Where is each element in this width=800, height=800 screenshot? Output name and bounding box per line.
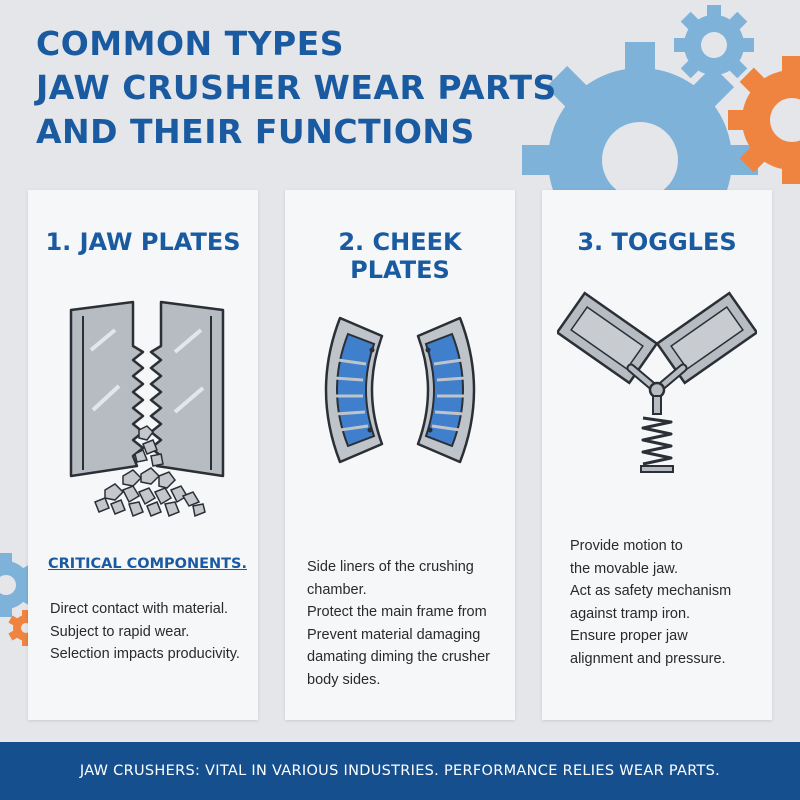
list-item: alignment and pressure.	[570, 650, 726, 667]
title-line-2: JAW CRUSHER WEAR PARTS	[36, 68, 557, 107]
card-heading-toggles: 3. TOGGLES	[577, 228, 737, 256]
left-blue-gear-icon	[0, 553, 37, 617]
list-item: Selection impacts producivity.	[50, 646, 240, 662]
title-line-1: COMMON TYPES	[36, 24, 345, 63]
list-item: damating diming the crusher	[307, 649, 490, 665]
card-cheek-plates: 2. CHEEK PLATES Side liners of the crush…	[285, 190, 515, 720]
card-heading-jaw-plates: 1. JAW PLATES	[45, 228, 241, 256]
list-item: against tramp iron.	[570, 605, 691, 622]
list-item: Ensure proper jaw	[570, 628, 688, 644]
title-line-3: AND THEIR FUNCTIONS	[36, 112, 475, 151]
card-toggles: 3. TOGGLES Provide motion to the movable…	[542, 190, 772, 720]
list-item: Provide motion to	[570, 538, 683, 554]
toggles-bullet-list: Provide motion to the movable jaw. Act a…	[570, 535, 731, 670]
footer-text: JAW CRUSHERS: VITAL IN VARIOUS INDUSTRIE…	[79, 763, 721, 779]
orange-gear-icon	[728, 56, 800, 184]
list-item: the movable jaw.	[570, 560, 679, 577]
page-title: COMMON TYPES JAW CRUSHER WEAR PARTS AND …	[36, 22, 557, 154]
jaw-plates-bullet-list: Direct contact with material. Subject to…	[50, 598, 240, 666]
card-subheading-critical-components: CRITICAL COMPONENTS.	[48, 556, 248, 572]
footer-banner: JAW CRUSHERS: VITAL IN VARIOUS INDUSTRIE…	[0, 742, 800, 800]
list-item: body sides.	[307, 671, 381, 688]
list-item: Protect the main frame from	[307, 604, 487, 620]
list-item: Prevent material damaging	[307, 626, 481, 643]
cheek-plates-bullet-list: Side liners of the crushing chamber. Pro…	[307, 556, 490, 691]
small-blue-gear-icon	[674, 5, 754, 85]
list-item: Subject to rapid wear.	[50, 623, 190, 640]
list-item: Side liners of the crushing	[307, 559, 474, 575]
jaw-plates-illustration	[69, 300, 225, 518]
list-item: Direct contact with material.	[50, 601, 229, 617]
card-heading-cheek-plates: 2. CHEEK PLATES	[338, 228, 462, 284]
card-jaw-plates: 1. JAW PLATES	[28, 190, 258, 720]
list-item: chamber.	[307, 581, 367, 598]
toggles-illustration	[557, 291, 757, 473]
cheek-plates-illustration	[324, 316, 476, 464]
list-item: Act as safety mechanism	[570, 583, 732, 599]
